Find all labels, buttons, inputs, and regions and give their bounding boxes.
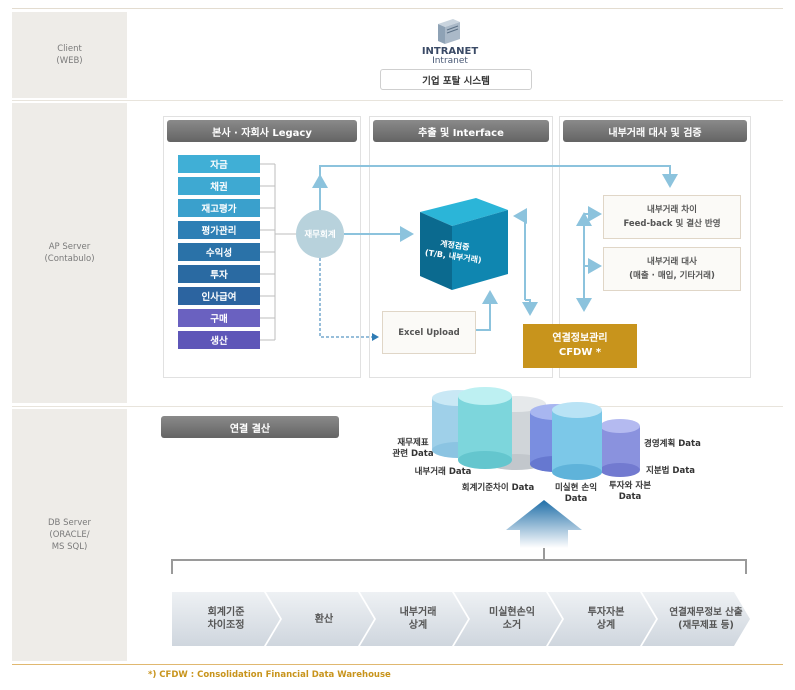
reconciliation-box-line: 내부거래 대사 [647,257,697,267]
step-label-line: 소거 [502,620,522,631]
step-investment-elimination: 투자자본 상계 [560,597,652,641]
db-label-line: 관련 Data [392,449,434,459]
legacy-item[interactable]: 채권 [178,177,260,195]
consolidation-header: 연결 결산 [161,416,339,438]
legacy-item[interactable]: 구매 [178,309,260,327]
interface-panel-header: 추출 및 Interface [373,120,549,142]
step-label-line: (재무제표 등) [678,620,734,631]
db-label-line: 재무제표 [397,438,429,448]
tier-label-db-server: DB Server (ORACLE/ MS SQL) [12,409,127,661]
feedback-box-line: 내부거래 차이 [647,205,697,215]
db-label-line: Data [564,494,588,504]
intranet-server-icon [438,19,460,44]
tier-label-line: Client [57,44,82,54]
tier-label-line: (Contabulo) [44,254,95,264]
feedback-box[interactable]: 내부거래 차이 Feed-back 및 결산 반영 [603,195,741,239]
legacy-panel-header: 본사 · 자회사 Legacy [167,120,357,142]
db-label-line: Data [618,492,642,502]
feedback-box-line: Feed-back 및 결산 반영 [623,219,721,229]
step-label-line: 회계기준 [207,607,245,618]
cfdw-label-line: CFDW * [558,347,602,358]
portal-system-label: 기업 포탈 시스템 [422,75,490,87]
legacy-item[interactable]: 인사급여 [178,287,260,305]
db-label-equity-method: 지분법 Data [646,466,696,476]
reconciliation-box[interactable]: 내부거래 대사 (매출 · 매입, 기타거래) [603,247,741,291]
financial-accounting-circle[interactable]: 재무회계 [296,210,344,258]
legacy-item[interactable]: 자금 [178,155,260,173]
step-label-line: 차이조정 [207,620,245,631]
excel-upload-label: Excel Upload [398,327,460,338]
db-label-investment-capital: 투자와 자본 Data [602,481,658,503]
db-label-business-plan: 경영계획 Data [644,439,701,449]
tier-label-line: AP Server [48,242,91,252]
step-label-line: 환산 [314,613,334,625]
footnote: *) CFDW : Consolidation Financial Data W… [148,670,391,680]
tier-label-line: (ORACLE/ [49,530,90,540]
tier-label-line: MS SQL) [51,542,88,552]
account-validation-cube[interactable] [418,196,510,292]
tier-label-line: (WEB) [56,56,83,66]
db-label-gaap-difference: 회계기준차이 Data [461,483,535,493]
step-translation: 환산 [278,597,370,641]
reconciliation-box-line: (매출 · 매입, 기타거래) [629,271,715,281]
step-label-line: 연결재무정보 산출 [669,607,743,618]
step-label-line: 투자자본 [587,607,625,618]
step-gaap-adjustment: 회계기준 차이조정 [180,597,272,641]
step-label-line: 상계 [408,620,428,631]
financial-accounting-label: 재무회계 [304,230,336,240]
step-unrealized-elimination: 미실현손익 소거 [466,597,558,641]
db-label-unrealized-gains: 미실현 손익 Data [548,483,604,505]
tier-label-client: Client (WEB) [12,12,127,98]
cfdw-label-line: 연결정보관리 [552,333,608,344]
step-consolidated-output: 연결재무정보 산출 (재무제표 등) [656,597,756,641]
intranet-logo-subtext: Intranet [432,56,468,66]
db-label-line: 투자와 자본 [608,481,652,491]
reconciliation-panel-header: 내부거래 대사 및 검증 [563,120,747,142]
excel-upload-box[interactable]: Excel Upload [382,311,476,354]
db-label-line: 미실현 손익 [554,483,598,493]
legacy-item[interactable]: 평가관리 [178,221,260,239]
legacy-item[interactable]: 수익성 [178,243,260,261]
cfdw-box[interactable]: 연결정보관리 CFDW * [523,324,637,368]
db-label-financial-statements: 재무제표 관련 Data [386,438,440,460]
step-label-line: 미실현손익 [489,607,535,618]
legacy-item[interactable]: 투자 [178,265,260,283]
tier-label-ap-server: AP Server (Contabulo) [12,103,127,403]
legacy-item[interactable]: 재고평가 [178,199,260,217]
tier-label-line: DB Server [48,518,91,528]
portal-system-box[interactable]: 기업 포탈 시스템 [380,69,532,90]
db-label-internal-transactions: 내부거래 Data [414,467,472,477]
step-label-line: 상계 [596,620,616,631]
step-internal-elimination: 내부거래 상계 [372,597,464,641]
step-label-line: 내부거래 [399,607,437,618]
legacy-item[interactable]: 생산 [178,331,260,349]
intranet-logo-text: INTRANET [421,46,479,57]
